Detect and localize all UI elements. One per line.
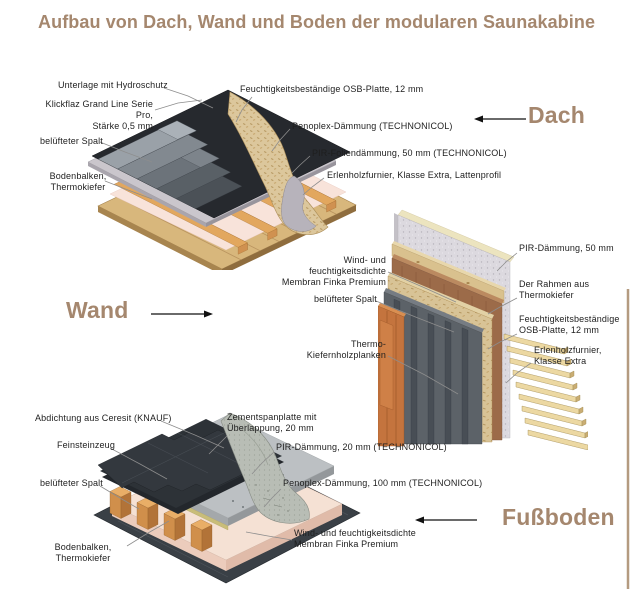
- label-wand-thermo-kiefernholzplanken: Thermo- Kiefernholzplanken: [306, 339, 386, 360]
- label-wand-erlenholzfurnier: Erlenholzfurnier, Klasse Extra: [534, 345, 602, 366]
- label-dach-bodenbalken: Bodenbalken, Thermokiefer: [49, 171, 107, 192]
- label-dach-erlenholzfurnier: Erlenholzfurnier, Klasse Extra, Lattenpr…: [327, 170, 502, 180]
- page-title: Aufbau von Dach, Wand und Boden der modu…: [38, 12, 596, 32]
- wand-arrow-right-icon: [151, 310, 213, 318]
- fussboden-arrow-left-icon: [415, 516, 477, 524]
- wall-veneer-slats: [503, 333, 588, 450]
- label-boden-bodenbalken: Bodenbalken, Thermokiefer: [54, 542, 112, 563]
- label-wand-membran: Wind- und feuchtigkeitsdichte Membran Fi…: [281, 255, 386, 287]
- label-dach-osb-platte: Feuchtigkeitsbeständige OSB-Platte, 12 m…: [240, 84, 424, 94]
- label-wand-pir-daemmung: PIR-Dämmung, 50 mm: [519, 243, 614, 253]
- section-heading-fussboden: Fußboden: [502, 504, 615, 530]
- label-boden-feinsteinzeug: Feinsteinzeug: [57, 440, 115, 450]
- section-heading-dach: Dach: [528, 102, 586, 128]
- label-boden-abdichtung: Abdichtung aus Ceresit (KNAUF): [35, 413, 172, 423]
- label-boden-pir-daemmung: PIR-Dämmung, 20 mm (TECHNONICOL): [276, 442, 447, 452]
- section-heading-wand: Wand: [66, 297, 129, 323]
- dach-arrow-left-icon: [474, 115, 526, 123]
- label-dach-klickflaz: Klickflaz Grand Line Serie Pro, Stärke 0…: [45, 99, 153, 131]
- label-dach-beluefteter-spalt: belüfteter Spalt: [40, 136, 103, 146]
- label-wand-beluefteter-spalt: belüfteter Spalt: [314, 294, 377, 304]
- label-wand-rahmen: Der Rahmen aus Thermokiefer: [519, 279, 590, 300]
- roof-foil-pour-blob: [281, 175, 317, 232]
- label-boden-beluefteter-spalt: belüfteter Spalt: [40, 478, 103, 488]
- label-boden-penoplex: Penoplex-Dämmung, 100 mm (TECHNONICOL): [283, 478, 483, 488]
- label-boden-zementspanplatte: Zementspanplatte mit Überlappung, 20 mm: [227, 412, 317, 433]
- label-dach-unterlage: Unterlage mit Hydroschutz: [58, 80, 168, 90]
- label-dach-pir-folie: PIR-Foliendämmung, 50 mm (TECHNONICOL): [312, 148, 507, 158]
- label-dach-penoplex: Penoplex-Dämmung (TECHNONICOL): [292, 121, 453, 131]
- label-wand-osb-platte: Feuchtigkeitsbeständige OSB-Platte, 12 m…: [519, 314, 620, 335]
- floor-illustration: [93, 412, 361, 584]
- label-boden-membran: Wind- und feuchtigkeitsdichte Membran Fi…: [294, 528, 416, 549]
